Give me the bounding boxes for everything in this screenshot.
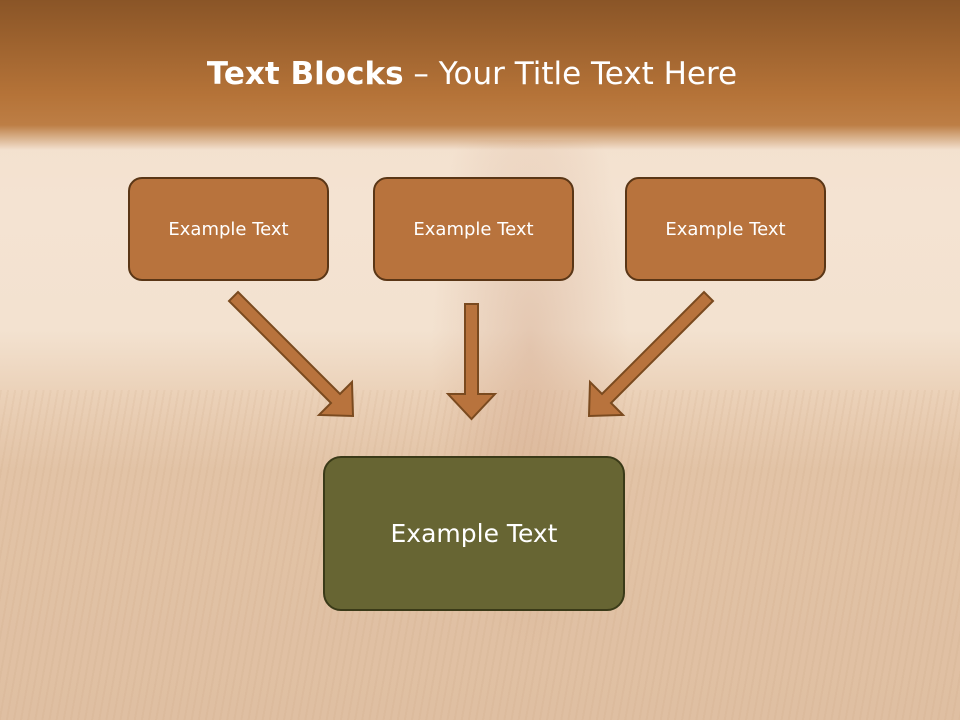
title-band bbox=[0, 0, 960, 150]
text-block-right[interactable]: Example Text bbox=[625, 177, 826, 281]
main-text-block-label: Example Text bbox=[390, 519, 558, 548]
text-block-center-label: Example Text bbox=[413, 218, 534, 240]
title-rest: – Your Title Text Here bbox=[403, 56, 738, 92]
main-text-block[interactable]: Example Text bbox=[323, 456, 625, 611]
title-bold: Text Blocks bbox=[206, 56, 404, 92]
arrow-left-icon bbox=[227, 290, 355, 418]
text-block-center[interactable]: Example Text bbox=[373, 177, 574, 281]
text-block-left[interactable]: Example Text bbox=[128, 177, 329, 281]
text-block-right-label: Example Text bbox=[665, 218, 786, 240]
arrow-down-icon bbox=[445, 303, 498, 421]
text-block-left-label: Example Text bbox=[168, 218, 289, 240]
arrow-right-icon bbox=[587, 290, 715, 418]
slide-title: Text Blocks – Your Title Text Here bbox=[0, 52, 944, 96]
